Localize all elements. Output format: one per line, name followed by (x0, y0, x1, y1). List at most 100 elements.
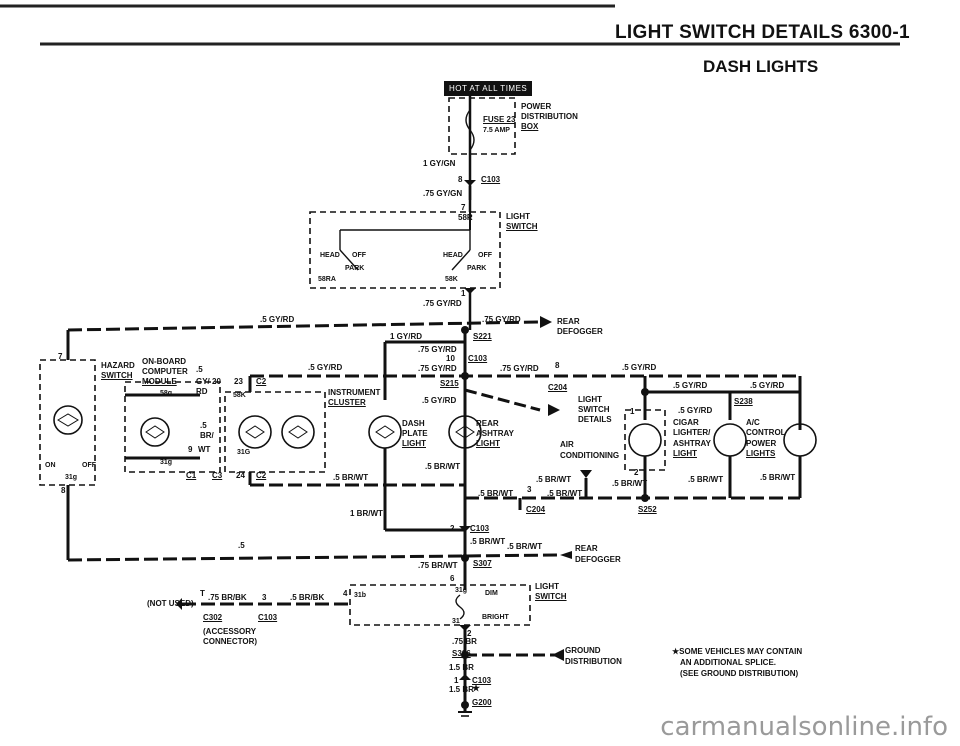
wire-label: .5 BR/WT (612, 479, 648, 488)
switch-head-label: HEAD (320, 252, 340, 259)
wire-label: .75 GY/RD (423, 299, 462, 308)
accessory-label1: (ACCESSORY (203, 627, 257, 636)
pin-label: 1 (461, 289, 466, 298)
ac-control-label4: LIGHTS (746, 449, 776, 458)
wire-label: .75 GY/RD (418, 364, 457, 373)
ac-label2: CONDITIONING (560, 451, 620, 460)
power-box-line1: POWER (521, 102, 552, 111)
hot-at-all-times-badge: HOT AT ALL TIMES (444, 81, 533, 96)
connector-label: C103 (468, 354, 488, 363)
dim-terminal-31: 31 (452, 618, 460, 625)
wire-label: .5 BR/WT (470, 537, 506, 546)
hazard-on: ON (45, 462, 56, 469)
note-line2: AN ADDITIONAL SPLICE. (680, 658, 777, 667)
cluster-terminal-31: 31G (237, 449, 251, 456)
note-line1: ★SOME VEHICLES MAY CONTAIN (672, 647, 803, 656)
power-box-line2: DISTRIBUTION (521, 112, 578, 121)
pin-label: 10 (446, 354, 455, 363)
wire-label: .5 GY/RD (422, 396, 457, 405)
rear-defogger-bottom-l2: DEFOGGER (575, 555, 621, 564)
cluster-label2: CLUSTER (328, 398, 366, 407)
ac-control-label1: A/C (746, 418, 760, 427)
cluster-label1: INSTRUMENT (328, 388, 381, 397)
dim-switch-label1: LIGHT (535, 582, 559, 591)
pin-label: 3 (527, 485, 532, 494)
obc-terminal-31: 31g (160, 459, 173, 466)
power-box-line3: BOX (521, 122, 539, 131)
pin-label: 8 (555, 361, 560, 370)
pin-label: 2 (634, 468, 639, 477)
wire-label: .5 BR/WT (333, 473, 369, 482)
switch-park-label: PARK (467, 265, 487, 272)
wire-label: 1 GY/RD (390, 332, 423, 341)
wire-label: .5 GY/RD (260, 315, 295, 324)
pin-label: 8 (458, 175, 463, 184)
dash-plate-label1: DASH (402, 419, 425, 428)
connector-label: C103 (472, 676, 492, 685)
connector-label: C204 (526, 505, 546, 514)
fuse-rating: 7.5 AMP (483, 127, 510, 134)
pin-label: 9 (188, 445, 193, 454)
cigar-label3: ASHTRAY (673, 439, 711, 448)
ac-control-label3: POWER (746, 439, 777, 448)
splice-s306: S306 (452, 649, 471, 658)
light-switch-label1: LIGHT (506, 212, 530, 221)
obc-terminal-58: 58g (160, 390, 173, 397)
dim-terminal-31g: 31g (455, 587, 468, 594)
wire-label: .75 BR/BK (208, 593, 247, 602)
switch-off-label: OFF (352, 252, 366, 259)
wire-label: 1.5 BR (449, 685, 474, 694)
wire-label: .5 BR/WT (507, 542, 543, 551)
wire-label: .75 BR (452, 637, 477, 646)
connector-label: C3 (212, 471, 223, 480)
connector-label: C302 (203, 613, 223, 622)
wire-label: .5 GY/RD (750, 381, 785, 390)
terminal-58ra: 58RA (318, 276, 336, 283)
not-used-label: (NOT USED) (147, 599, 194, 608)
rear-defogger-bottom-l1: REAR (575, 544, 598, 553)
wire-label: .5 BR/WT (760, 473, 796, 482)
splice-s221: S221 (473, 332, 492, 341)
hazard-off: OFF (82, 462, 96, 469)
terminal-58r: 58R (458, 213, 473, 222)
splice-s215: S215 (440, 379, 459, 388)
lsd-label1: LIGHT (578, 395, 602, 404)
note-line3: (SEE GROUND DISTRIBUTION) (680, 669, 799, 678)
cigar-label1: CIGAR (673, 418, 699, 427)
obc-label2: COMPUTER (142, 367, 188, 376)
wire-label: .75 GY/RD (418, 345, 457, 354)
connector-label: C1 (186, 471, 197, 480)
rear-ashtray-label1: REAR (476, 419, 499, 428)
splice-s238: S238 (734, 397, 753, 406)
obc-label3: MODULE (142, 377, 177, 386)
star-mark: ★ (472, 683, 481, 693)
pin-label: 2 (467, 629, 472, 638)
dim-switch-label2: SWITCH (535, 592, 567, 601)
ground-g200: G200 (472, 698, 492, 707)
cigar-label4: LIGHT (673, 449, 697, 458)
cluster-terminal-58: 58K (233, 392, 246, 399)
pin-label: 1 (454, 676, 459, 685)
pin-label: 6 (450, 574, 455, 583)
rear-defogger-top-l2: DEFOGGER (557, 327, 603, 336)
hazard-label2: SWITCH (101, 371, 133, 380)
pin-label: 2 (450, 524, 455, 533)
wire-label: .5 BR/WT (425, 462, 461, 471)
dash-plate-label3: LIGHT (402, 439, 426, 448)
obc-rd: RD (196, 387, 208, 396)
wire-label: 1.5 BR (449, 663, 474, 672)
obc-brwt2: BR/ (200, 431, 214, 440)
dash-plate-label2: PLATE (402, 429, 428, 438)
pin-label: 7 (58, 352, 63, 361)
ground-label2: DISTRIBUTION (565, 657, 622, 666)
obc-p5: .5 (196, 365, 203, 374)
pin-label: 1 (630, 407, 635, 416)
wire-label: .5 GY/RD (673, 381, 708, 390)
hazard-terminal: 31g (65, 474, 78, 481)
hazard-label1: HAZARD (101, 361, 135, 370)
wire-label: .75 GY/GN (423, 189, 463, 198)
wire-label: .5 GY/RD (678, 406, 713, 415)
wire-label: .5 BR/BK (290, 593, 325, 602)
pin-label: T (200, 589, 205, 598)
